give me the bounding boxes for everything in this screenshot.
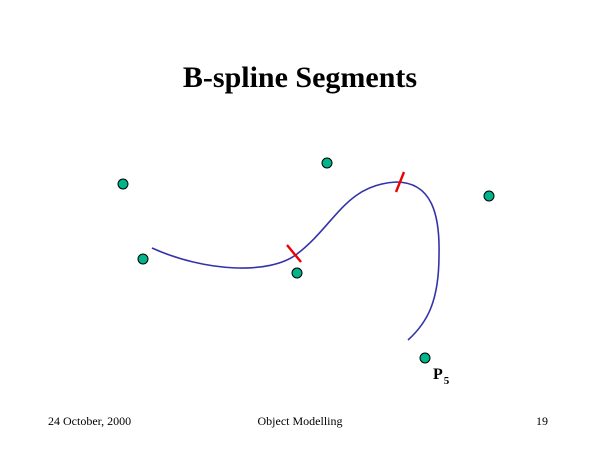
control-point-label-subscript: 5 (443, 375, 450, 387)
control-point-label-main: P (433, 366, 443, 383)
control-point-1 (117, 178, 129, 190)
footer-center-text: Object Modelling (257, 414, 343, 428)
bspline-curve (151, 181, 440, 341)
knot-marker-1 (286, 244, 302, 263)
control-point-5 (483, 190, 495, 202)
control-point-label: P5 (433, 366, 450, 387)
footer-page-number: 19 (536, 414, 548, 428)
knot-marker-2 (394, 171, 406, 193)
control-point-4 (321, 157, 333, 169)
control-point-6 (419, 352, 431, 364)
control-point-2 (137, 253, 149, 265)
footer-date: 24 October, 2000 (48, 414, 132, 428)
slide-title: B-spline Segments (182, 61, 418, 94)
control-point-3 (291, 267, 303, 279)
